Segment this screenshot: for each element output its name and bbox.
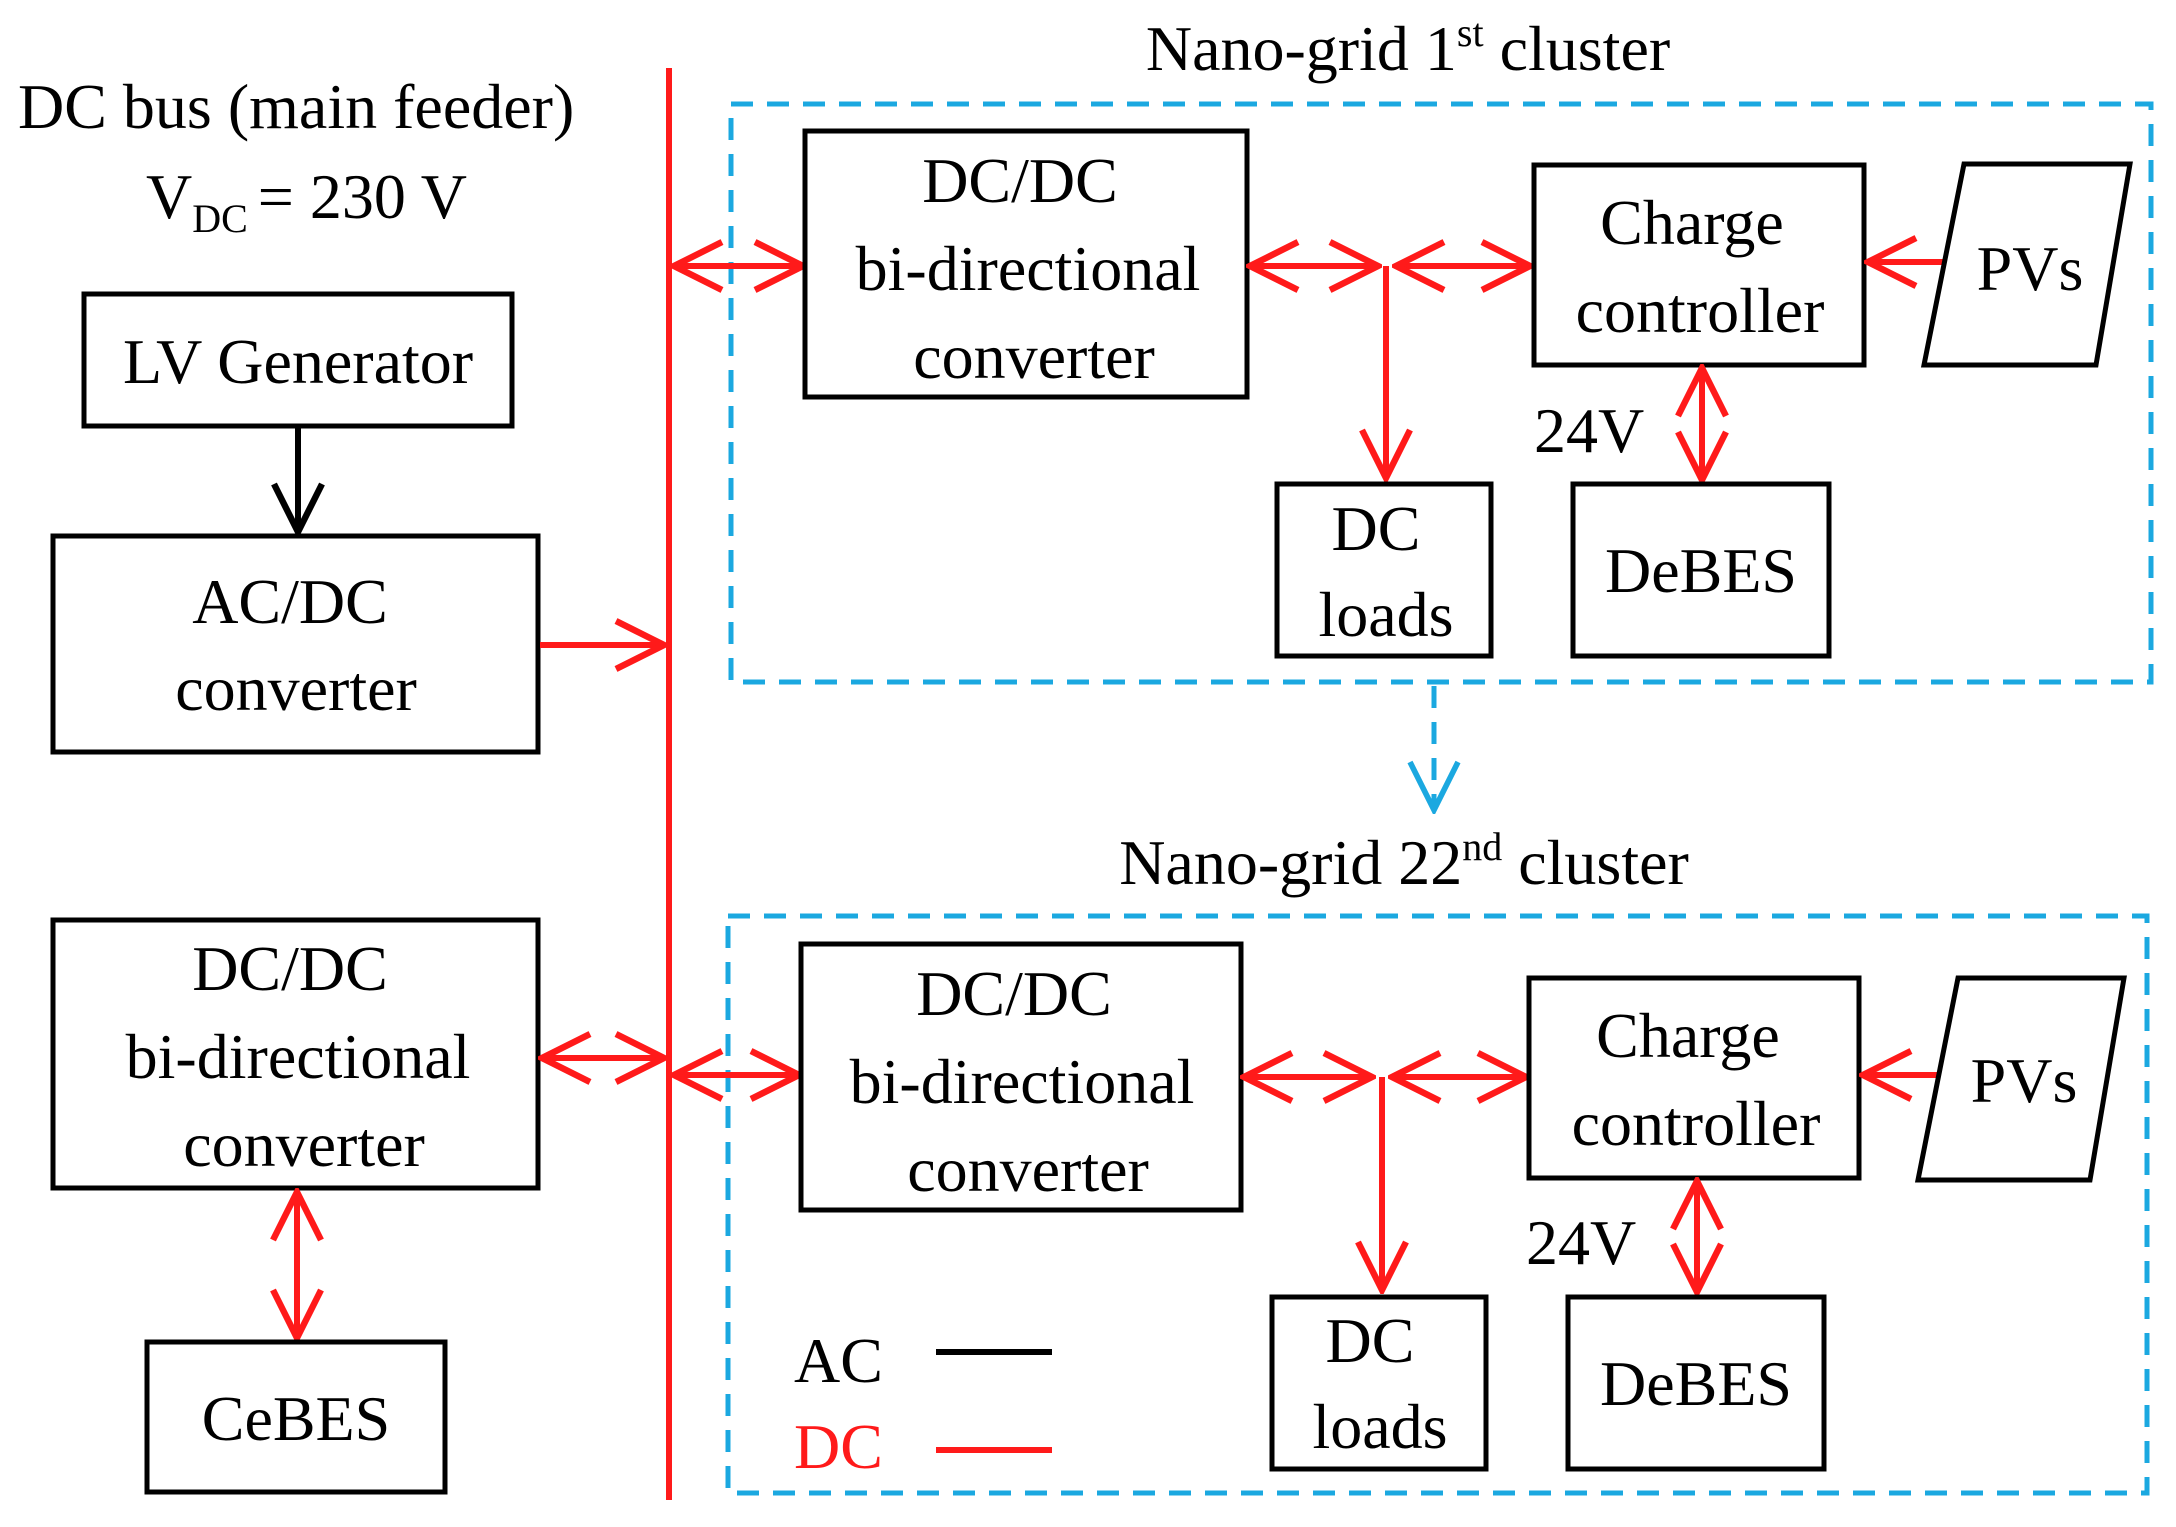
- lv-generator-block: [81, 291, 515, 429]
- cebes-block: [144, 1339, 448, 1495]
- cluster-1-loads-label-1: DC: [1332, 493, 1421, 564]
- cluster-1: Nano-grid 1st cluster DC/DC bi-direction…: [674, 10, 2154, 685]
- cluster-1-pv-label: PVs: [1977, 233, 2084, 304]
- cluster-1-dcdc-label-1: DC/DC: [922, 145, 1118, 216]
- cluster-22-title-prefix: Nano-grid 22: [1119, 827, 1462, 898]
- cluster-22-dcdc-label-1: DC/DC: [916, 958, 1112, 1029]
- cluster-22-loads-block: [1269, 1294, 1489, 1472]
- cluster-1-storage-label: DeBES: [1605, 535, 1797, 606]
- cluster-1-dcdc-label-3: converter: [913, 321, 1155, 392]
- cluster-1-storage-block: [1570, 481, 1832, 659]
- cluster-22-storage-block: [1565, 1294, 1827, 1472]
- cluster-1-charge-label-2: controller: [1576, 275, 1825, 346]
- cluster-1-charge-label-1: Charge: [1600, 187, 1784, 258]
- cluster-22-dcdc-block: [798, 941, 1244, 1213]
- voltage-subscript: DC: [192, 196, 248, 241]
- cluster-1-title-prefix: Nano-grid 1: [1146, 13, 1457, 84]
- dc-bus-voltage: VDC= 230 V: [146, 161, 467, 241]
- acdc-converter-block: [50, 533, 541, 755]
- cluster-1-title: Nano-grid 1st cluster: [1146, 10, 1670, 84]
- cluster-22-border: [725, 913, 2150, 1496]
- cluster-1-loads-block: [1274, 481, 1494, 659]
- legend-ac-label: AC: [794, 1325, 883, 1396]
- dc-bus-title: DC bus (main feeder): [18, 71, 574, 142]
- left-dcdc-label-1: DC/DC: [192, 933, 388, 1004]
- acdc-converter-label-1: AC/DC: [192, 566, 388, 637]
- cluster-22-title: Nano-grid 22nd cluster: [1119, 824, 1689, 898]
- cluster-1-title-suffix: cluster: [1484, 13, 1671, 84]
- cluster-1-dcdc-block: [802, 128, 1250, 400]
- acdc-converter-label-2: converter: [175, 653, 417, 724]
- cluster-22: Nano-grid 22nd cluster DC/DC bi-directio…: [674, 824, 2150, 1496]
- cluster-22-dcdc-label-2: bi-directional: [850, 1046, 1195, 1117]
- cluster-22-storage-label: DeBES: [1600, 1348, 1792, 1419]
- legend-dc-label: DC: [794, 1411, 883, 1482]
- cluster-22-title-suffix: cluster: [1502, 827, 1689, 898]
- cluster-22-charge-label-2: controller: [1572, 1088, 1821, 1159]
- voltage-value: = 230 V: [258, 161, 467, 232]
- cluster-1-border: [728, 101, 2154, 685]
- lv-generator-label: LV Generator: [123, 326, 473, 397]
- left-dcdc-converter-block: [50, 917, 541, 1191]
- cluster-1-voltage-label: 24V: [1534, 395, 1644, 466]
- voltage-symbol: V: [146, 161, 192, 232]
- cluster-1-loads-label-2: loads: [1318, 579, 1453, 650]
- left-dcdc-label-2: bi-directional: [126, 1021, 471, 1092]
- cluster-22-pv-label: PVs: [1971, 1045, 2078, 1116]
- left-dcdc-label-3: converter: [183, 1109, 425, 1180]
- cluster-22-dcdc-label-3: converter: [907, 1134, 1149, 1205]
- cluster-22-title-sup: nd: [1462, 824, 1502, 869]
- cluster-1-title-sup: st: [1457, 10, 1484, 55]
- cluster-1-dcdc-label-2: bi-directional: [856, 233, 1201, 304]
- cluster-22-charge-block: [1526, 975, 1862, 1181]
- cluster-22-charge-label-1: Charge: [1596, 1000, 1780, 1071]
- cluster-1-pv-block: [1920, 161, 2133, 368]
- cluster-22-voltage-label: 24V: [1526, 1207, 1636, 1278]
- cluster-22-loads-label-2: loads: [1312, 1391, 1447, 1462]
- cluster-22-pv-block: [1914, 975, 2127, 1183]
- cluster-22-loads-label-1: DC: [1326, 1305, 1415, 1376]
- cebes-label: CeBES: [202, 1383, 390, 1454]
- legend: AC DC: [794, 1325, 1052, 1482]
